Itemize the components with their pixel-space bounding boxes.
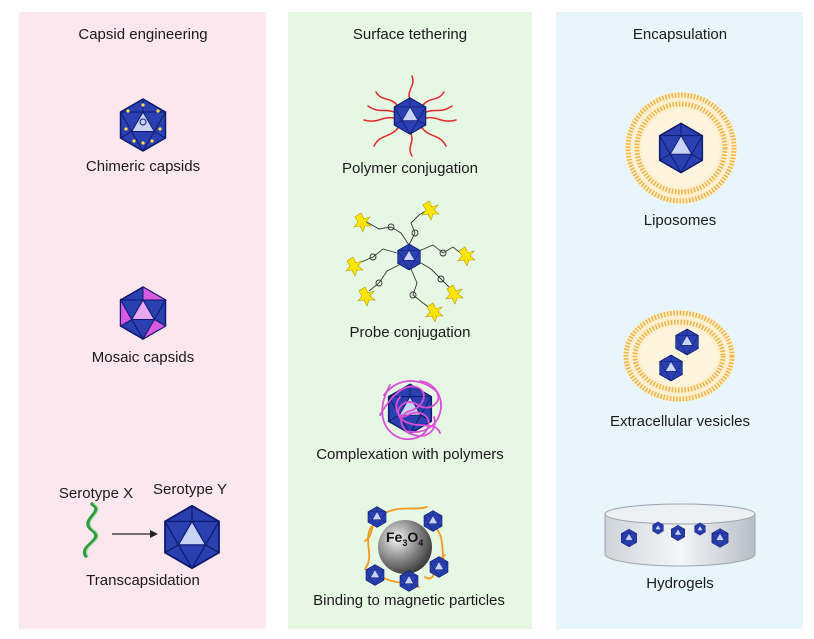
complexation-label: Complexation with polymers [316, 446, 504, 463]
probe-conjugation-label: Probe conjugation [349, 324, 471, 341]
probe-conjugation-icon [345, 200, 476, 323]
genome-strand-icon [82, 502, 99, 558]
serotype-x-label: Serotype X [58, 485, 134, 502]
hydrogels-label: Hydrogels [646, 575, 714, 592]
extracellular-vesicles-label: Extracellular vesicles [609, 413, 751, 430]
capsid-engineering-title: Capsid engineering [78, 26, 208, 43]
liposomes-label: Liposomes [643, 212, 717, 229]
chimeric-capsids-label: Chimeric capsids [85, 158, 201, 175]
polymer-conjugation-label: Polymer conjugation [342, 160, 478, 177]
liposome-icon [625, 92, 737, 204]
encapsulation-title: Encapsulation [632, 26, 728, 43]
polymer-conjugation-icon [363, 75, 457, 157]
mosaic-capsids-label: Mosaic capsids [91, 349, 195, 366]
serotype-y-label: Serotype Y [153, 481, 227, 498]
mosaic-capsid-icon [119, 286, 168, 341]
arrow-right-icon [112, 530, 158, 538]
surface-tethering-title: Surface tethering [352, 26, 468, 43]
fe3o4-label: Fe3O4 [386, 529, 424, 548]
extracellular-vesicle-icon [623, 310, 735, 402]
chimeric-capsid-icon [119, 98, 167, 152]
polymer-complex-icon [379, 380, 442, 441]
hydrogel-icon [604, 503, 756, 567]
serotype-y-capsid-icon [164, 504, 220, 570]
magnetic-particles-label: Binding to magnetic particles [313, 592, 505, 609]
magnetic-particle-icon [364, 506, 449, 592]
transcapsidation-label: Transcapsidation [86, 572, 200, 589]
